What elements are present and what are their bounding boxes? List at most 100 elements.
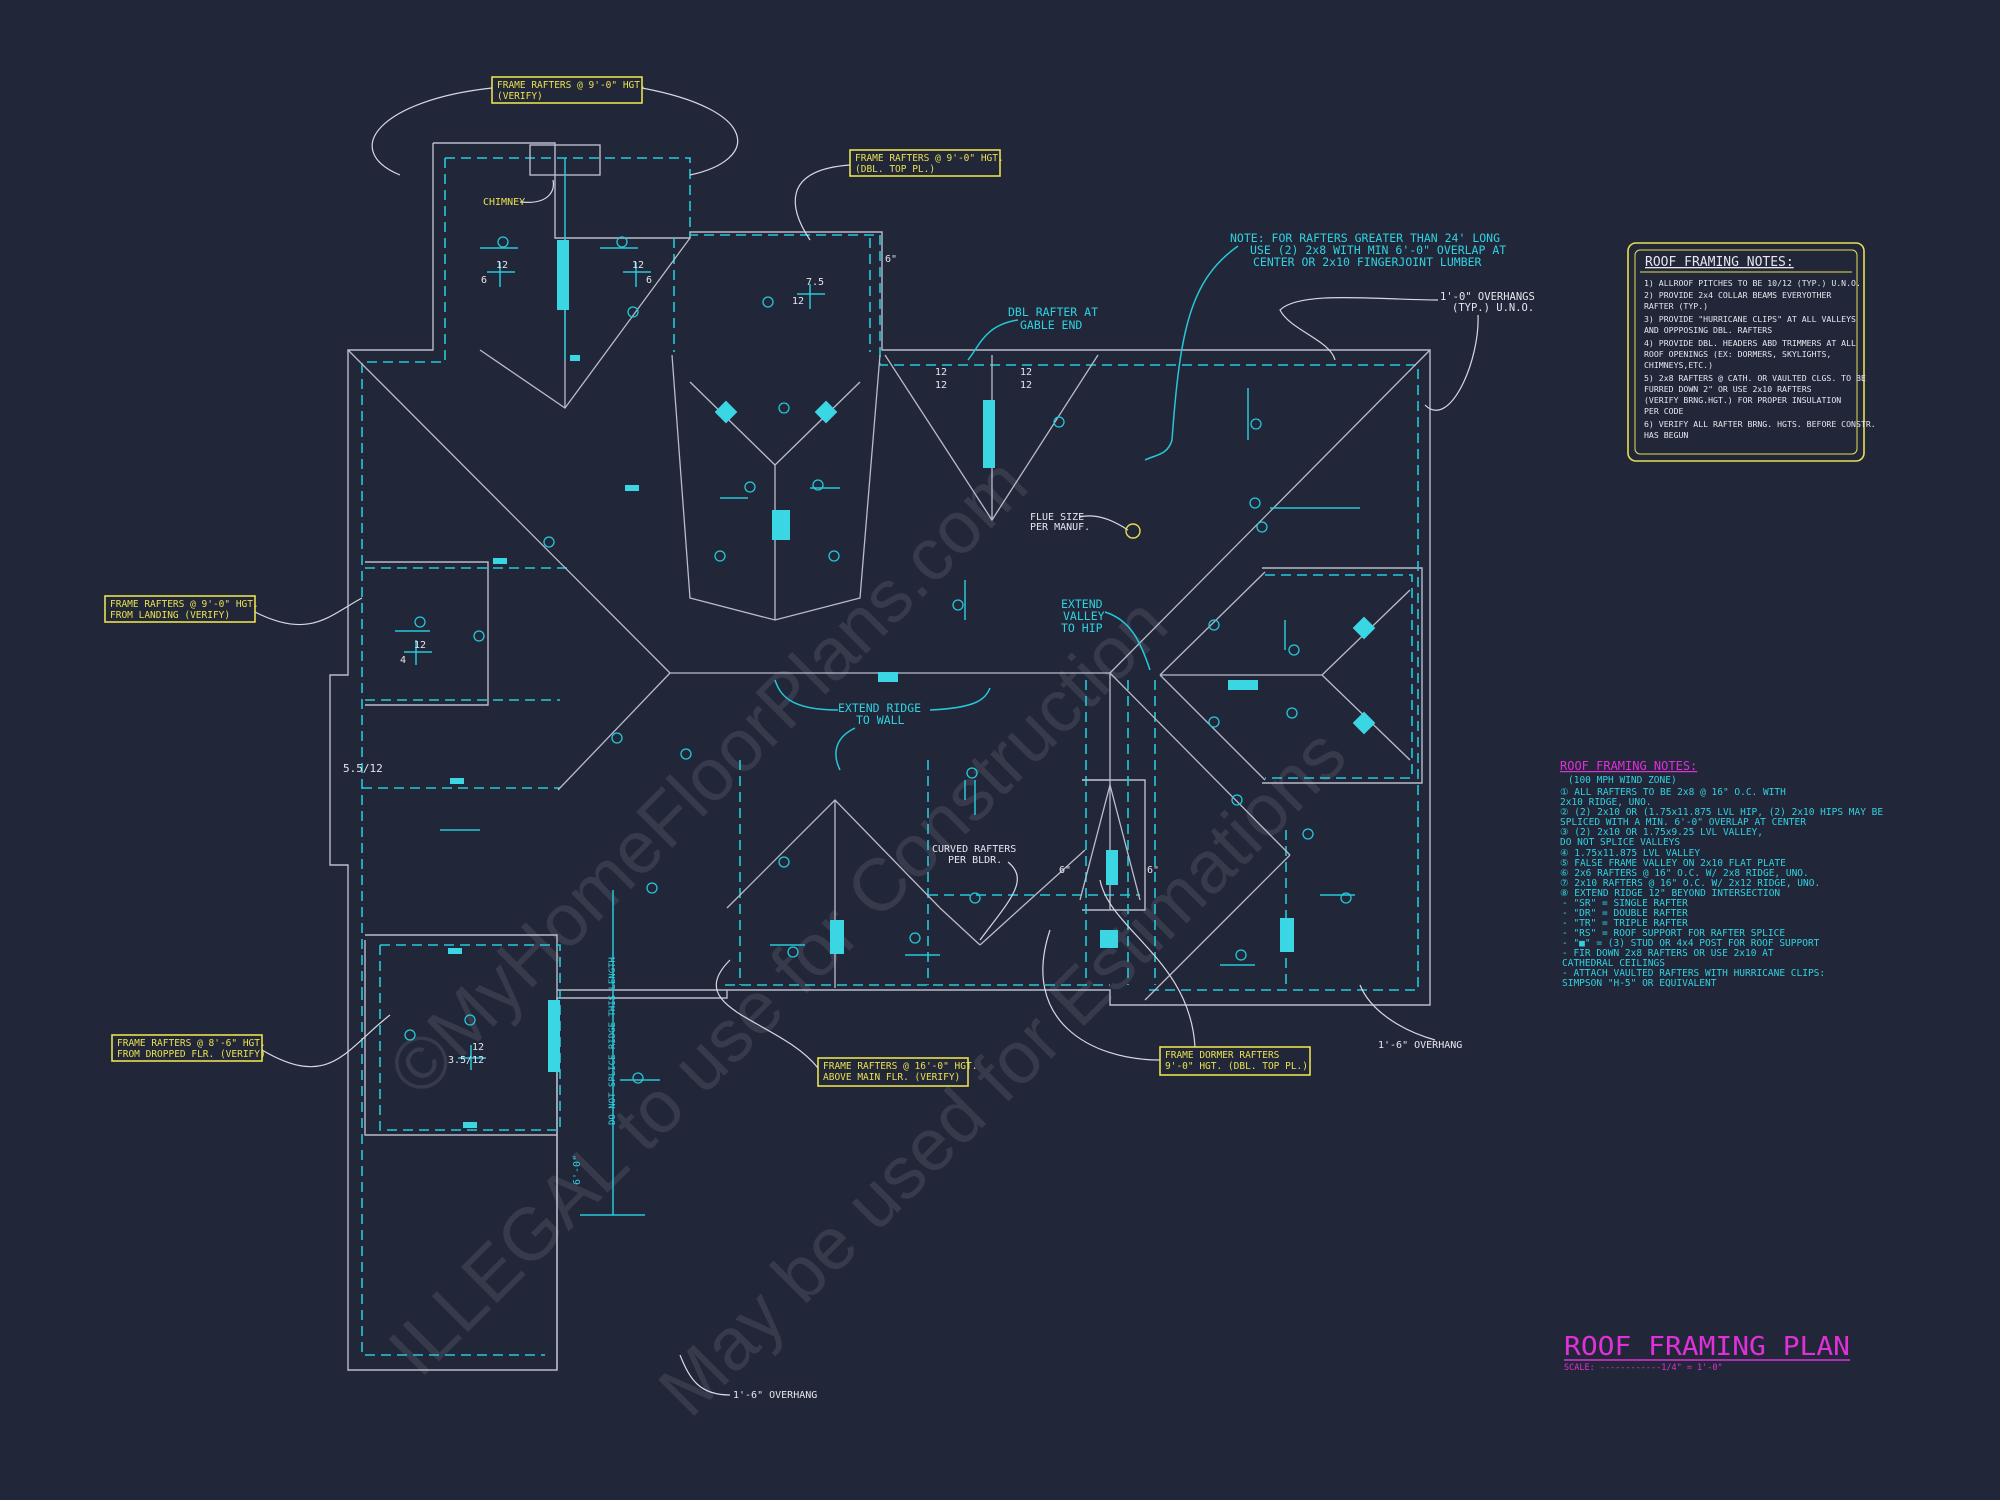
svg-text:③ (2) 2x10 OR 1.75x9.25 LVL VA: ③ (2) 2x10 OR 1.75x9.25 LVL VALLEY, [1560, 827, 1763, 838]
legend-lines: (100 MPH WIND ZONE) ① ALL RAFTERS TO BE … [1560, 775, 1883, 989]
svg-text:TO HIP: TO HIP [1061, 621, 1103, 635]
overhang-bottom-label: 1'-6" OVERHANG [733, 1390, 817, 1401]
legend-notes: ROOF FRAMING NOTES: (100 MPH WIND ZONE) … [1560, 759, 1883, 989]
svg-text:1) ALLROOF PITCHES TO BE 10/12: 1) ALLROOF PITCHES TO BE 10/12 (TYP.) U.… [1644, 278, 1861, 288]
svg-text:FROM DROPPED FLR. (VERIFY): FROM DROPPED FLR. (VERIFY) [117, 1049, 266, 1060]
extend-valley-label: EXTEND VALLEY TO HIP [1061, 597, 1105, 635]
svg-text:ABOVE MAIN FLR. (VERIFY): ABOVE MAIN FLR. (VERIFY) [823, 1072, 960, 1083]
svg-text:VALLEY: VALLEY [1063, 609, 1105, 623]
svg-text:2x10 RIDGE, UNO.: 2x10 RIDGE, UNO. [1560, 797, 1652, 808]
svg-text:6": 6" [885, 254, 897, 265]
svg-text:1'-0" OVERHANGS: 1'-0" OVERHANGS [1440, 291, 1535, 303]
svg-text:(DBL. TOP PL.): (DBL. TOP PL.) [855, 164, 935, 175]
svg-text:GABLE END: GABLE END [1020, 318, 1082, 332]
svg-text:4) PROVIDE DBL. HEADERS ABD TR: 4) PROVIDE DBL. HEADERS ABD TRIMMERS AT … [1644, 338, 1856, 348]
svg-text:12: 12 [496, 260, 508, 271]
svg-text:⑧ EXTEND RIDGE 12" BEYOND INTE: ⑧ EXTEND RIDGE 12" BEYOND INTERSECTION [1560, 888, 1780, 899]
chimney-label: CHIMNEY [483, 197, 525, 208]
callout-3: FRAME RAFTERS @ 9'-0" HGT. FROM LANDING … [104, 595, 259, 623]
svg-text:- "DR" = DOUBLE RAFTER: - "DR" = DOUBLE RAFTER [1562, 908, 1688, 919]
svg-text:12: 12 [792, 296, 804, 307]
svg-text:DO NOT SPLICE VALLEYS: DO NOT SPLICE VALLEYS [1560, 837, 1680, 848]
svg-text:12: 12 [1020, 380, 1032, 391]
svg-text:6": 6" [1147, 865, 1159, 876]
svg-text:PER MANUF.: PER MANUF. [1030, 522, 1090, 533]
svg-text:SIMPSON "H-5" OR EQUIVALENT: SIMPSON "H-5" OR EQUIVALENT [1562, 978, 1717, 989]
title-scale: SCALE: ------------1/4" = 1'-0" [1564, 1363, 1723, 1373]
svg-text:⑥ 2x6 RAFTERS @ 16" O.C. W/ 2x: ⑥ 2x6 RAFTERS @ 16" O.C. W/ 2x8 RIDGE, U… [1560, 868, 1809, 879]
callout-5: FRAME RAFTERS @ 16'-0" HGT. ABOVE MAIN F… [817, 1057, 977, 1087]
svg-text:FRAME DORMER RAFTERS: FRAME DORMER RAFTERS [1165, 1050, 1280, 1061]
svg-text:⑦ 2x10 RAFTERS @ 16" O.C. W/ 2: ⑦ 2x10 RAFTERS @ 16" O.C. W/ 2x12 RIDGE,… [1560, 878, 1820, 889]
svg-text:FRAME RAFTERS @ 9'-0" HGT.: FRAME RAFTERS @ 9'-0" HGT. [110, 599, 259, 610]
callout-4: FRAME RAFTERS @ 8'-6" HGT. FROM DROPPED … [111, 1034, 266, 1062]
notes-box-lines: 1) ALLROOF PITCHES TO BE 10/12 (TYP.) U.… [1644, 278, 1876, 440]
member-tags [448, 240, 1376, 1128]
svg-text:- "RS" = ROOF SUPPORT FOR RAFT: - "RS" = ROOF SUPPORT FOR RAFTER SPLICE [1562, 928, 1785, 939]
svg-text:ROOF OPENINGS (EX: DORMERS, SK: ROOF OPENINGS (EX: DORMERS, SKYLIGHTS, [1644, 349, 1831, 359]
svg-text:TO WALL: TO WALL [856, 713, 905, 727]
svg-text:(TYP.) U.N.O.: (TYP.) U.N.O. [1452, 302, 1534, 314]
bearing-lines [361, 157, 1419, 1356]
svg-text:6) VERIFY ALL RAFTER BRNG. HGT: 6) VERIFY ALL RAFTER BRNG. HGTS. BEFORE … [1644, 419, 1876, 429]
svg-text:2) PROVIDE 2x4 COLLAR BEAMS EV: 2) PROVIDE 2x4 COLLAR BEAMS EVERYOTHER [1644, 290, 1831, 300]
svg-text:12: 12 [1020, 367, 1032, 378]
svg-text:5.5/12: 5.5/12 [343, 762, 383, 775]
svg-text:CHIMNEYS,ETC.): CHIMNEYS,ETC.) [1644, 360, 1713, 370]
svg-text:FROM LANDING (VERIFY): FROM LANDING (VERIFY) [110, 610, 230, 621]
callout-6: FRAME DORMER RAFTERS 9'-0" HGT. (DBL. TO… [1159, 1046, 1311, 1076]
svg-text:FLUE SIZE: FLUE SIZE [1030, 512, 1084, 523]
legend-heading: ROOF FRAMING NOTES: [1560, 759, 1697, 773]
svg-text:CATHEDRAL CEILINGS: CATHEDRAL CEILINGS [1562, 958, 1665, 969]
svg-text:- "TR" = TRIPLE RAFTER: - "TR" = TRIPLE RAFTER [1562, 918, 1688, 929]
dbl-rafter-label: DBL RAFTER AT GABLE END [1008, 305, 1098, 332]
hip-ridge-lines [347, 237, 1431, 1001]
extend-ridge-label: EXTEND RIDGE TO WALL [838, 701, 921, 727]
svg-text:4: 4 [400, 655, 406, 666]
svg-text:FRAME RAFTERS @ 16'-0" HGT.: FRAME RAFTERS @ 16'-0" HGT. [823, 1061, 977, 1072]
svg-text:- "SR" = SINGLE RAFTER: - "SR" = SINGLE RAFTER [1562, 898, 1688, 909]
svg-text:- ATTACH VAULTED RAFTERS WITH: - ATTACH VAULTED RAFTERS WITH HURRICANE … [1562, 968, 1825, 979]
svg-text:④ 1.75x11.875 LVL VALLEY: ④ 1.75x11.875 LVL VALLEY [1560, 848, 1700, 859]
svg-text:⑤ FALSE FRAME VALLEY ON 2x10 F: ⑤ FALSE FRAME VALLEY ON 2x10 FLAT PLATE [1560, 858, 1786, 869]
svg-text:EXTEND RIDGE: EXTEND RIDGE [838, 701, 921, 715]
svg-text:9'-0" HGT. (DBL. TOP PL.): 9'-0" HGT. (DBL. TOP PL.) [1165, 1061, 1308, 1072]
svg-text:DBL RAFTER AT: DBL RAFTER AT [1008, 305, 1098, 319]
svg-text:NOTE: FOR RAFTERS GREATER THAN: NOTE: FOR RAFTERS GREATER THAN 24' LONG [1230, 231, 1500, 245]
svg-text:FRAME RAFTERS @ 9'-0" HGT.: FRAME RAFTERS @ 9'-0" HGT. [855, 153, 1004, 164]
overhang-right-label: 1'-6" OVERHANG [1378, 1040, 1462, 1051]
svg-text:AND OPPPOSING DBL. RAFTERS: AND OPPPOSING DBL. RAFTERS [1644, 325, 1772, 335]
svg-text:SPLICED WITH A MIN. 6'-0" OVER: SPLICED WITH A MIN. 6'-0" OVERLAP AT CEN… [1560, 817, 1806, 828]
svg-text:3) PROVIDE "HURRICANE CLIPS" A: 3) PROVIDE "HURRICANE CLIPS" AT ALL VALL… [1644, 314, 1856, 324]
svg-text:HAS BEGUN: HAS BEGUN [1644, 430, 1688, 440]
svg-text:- "■" = (3) STUD OR 4x4 POST F: - "■" = (3) STUD OR 4x4 POST FOR ROOF SU… [1562, 938, 1820, 949]
svg-text:CURVED RAFTERS: CURVED RAFTERS [932, 844, 1016, 855]
svg-text:RAFTER (TYP.): RAFTER (TYP.) [1644, 301, 1708, 311]
svg-text:② (2) 2x10 OR (1.75x11.875 LVL: ② (2) 2x10 OR (1.75x11.875 LVL HIP, (2) … [1560, 807, 1883, 818]
svg-text:USE (2) 2x8 WITH MIN 6'-0" OVE: USE (2) 2x8 WITH MIN 6'-0" OVERLAP AT [1250, 243, 1506, 257]
overhang-typ-label: 1'-0" OVERHANGS (TYP.) U.N.O. [1440, 291, 1535, 314]
svg-text:PER BLDR.: PER BLDR. [948, 855, 1002, 866]
svg-text:CENTER OR 2x10 FINGERJOINT LUM: CENTER OR 2x10 FINGERJOINT LUMBER [1253, 255, 1482, 269]
rafter-direction-marks [395, 247, 1360, 1216]
flue-label: FLUE SIZE PER MANUF. [1030, 512, 1090, 533]
svg-text:6: 6 [481, 275, 487, 286]
svg-text:- FIR DOWN 2x8 RAFTERS OR USE: - FIR DOWN 2x8 RAFTERS OR USE 2x10 AT [1562, 948, 1774, 959]
svg-text:(VERIFY): (VERIFY) [497, 91, 543, 102]
svg-text:FRAME RAFTERS @ 8'-6" HGT.: FRAME RAFTERS @ 8'-6" HGT. [117, 1038, 266, 1049]
svg-text:12: 12 [632, 260, 644, 271]
svg-text:① ALL RAFTERS TO BE 2x8 @ 16": ① ALL RAFTERS TO BE 2x8 @ 16" O.C. WITH [1560, 787, 1786, 798]
svg-text:5) 2x8 RAFTERS @ CATH. OR VAUL: 5) 2x8 RAFTERS @ CATH. OR VAULTED CLGS. … [1644, 373, 1866, 383]
svg-text:(100 MPH WIND ZONE): (100 MPH WIND ZONE) [1568, 775, 1677, 786]
svg-text:6: 6 [646, 275, 652, 286]
svg-text:PER CODE: PER CODE [1644, 406, 1684, 416]
callout-2: FRAME RAFTERS @ 9'-0" HGT. (DBL. TOP PL.… [849, 149, 1004, 177]
callout-1: FRAME RAFTERS @ 9'-0" HGT. (VERIFY) [491, 76, 646, 104]
svg-text:FURRED DOWN 2" OR USE 2x10 RAF: FURRED DOWN 2" OR USE 2x10 RAFTERS [1644, 384, 1812, 394]
drawing-title: ROOF FRAMING PLAN SCALE: ------------1/4… [1564, 1332, 1850, 1373]
rafter-length-note: NOTE: FOR RAFTERS GREATER THAN 24' LONG … [1230, 231, 1506, 269]
flue-symbol [1125, 523, 1141, 539]
